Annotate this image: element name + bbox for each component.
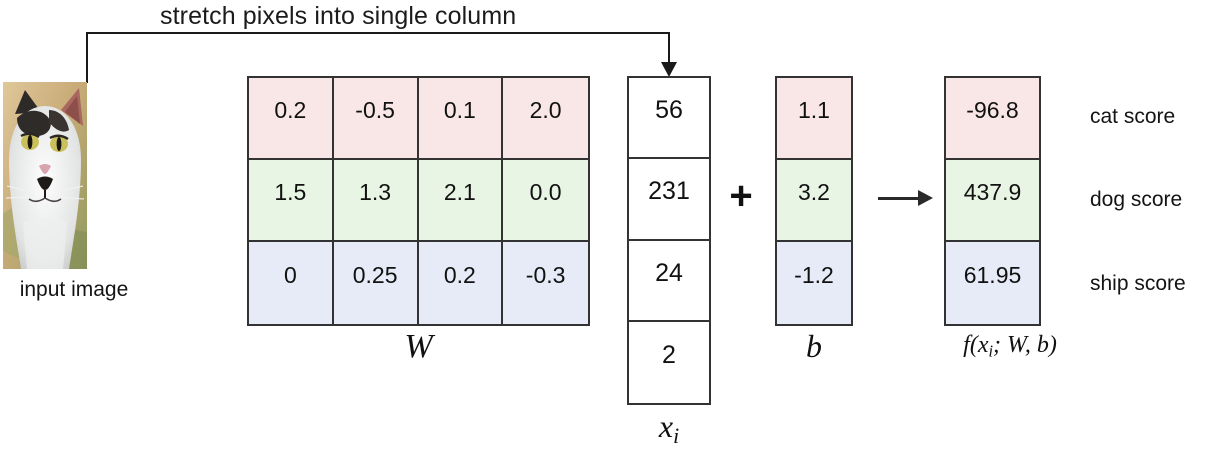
w-cell: 0.2 xyxy=(418,242,504,324)
scores-vector: -96.8 437.9 61.95 xyxy=(944,76,1041,326)
input-vector-caption-main: x xyxy=(658,408,674,444)
input-image xyxy=(3,82,87,269)
w-cell: 1.3 xyxy=(333,160,419,242)
w-cell: -0.5 xyxy=(333,78,419,160)
stretch-connector-vertical-left xyxy=(86,33,88,83)
w-cell: 0.0 xyxy=(503,160,588,242)
input-image-label: input image xyxy=(19,278,129,301)
score-label-ship: ship score xyxy=(1090,272,1186,295)
b-cell: 1.1 xyxy=(777,78,851,160)
w-cell: 1.5 xyxy=(249,160,334,242)
bias-vector: 1.1 3.2 -1.2 xyxy=(775,76,853,326)
input-vector: 56 231 24 2 xyxy=(627,76,711,405)
w-cell: 0.2 xyxy=(249,78,334,160)
result-arrow-line xyxy=(878,197,922,200)
scores-caption-f: f( xyxy=(963,332,978,358)
bias-caption: b xyxy=(806,328,822,364)
weights-matrix: 0.2 -0.5 0.1 2.0 1.5 1.3 2.1 0.0 0 0.25 … xyxy=(247,76,590,326)
x-cell: 24 xyxy=(629,240,709,322)
w-cell: 2.1 xyxy=(418,160,504,242)
scores-caption-rest: ; W, b) xyxy=(993,332,1057,358)
scores-caption-x: x xyxy=(977,332,989,358)
stretch-connector-horizontal xyxy=(86,32,670,34)
w-cell: 0.1 xyxy=(418,78,504,160)
b-cell: 3.2 xyxy=(777,160,851,242)
result-arrowhead-icon xyxy=(918,190,933,206)
weights-caption: W xyxy=(404,328,433,365)
w-cell: 2.0 xyxy=(503,78,588,160)
input-vector-caption-sub: i xyxy=(673,424,680,449)
score-label-cat: cat score xyxy=(1090,105,1176,128)
score-cell: 61.95 xyxy=(946,242,1039,324)
w-cell: 0.25 xyxy=(333,242,419,324)
stretch-arrowhead-icon xyxy=(661,62,677,77)
scores-caption: f(xi; W, b) xyxy=(920,332,1100,362)
input-vector-caption: xi xyxy=(627,408,711,449)
b-cell: -1.2 xyxy=(777,242,851,324)
w-cell: -0.3 xyxy=(503,242,588,324)
plus-operator-icon: + xyxy=(729,174,753,218)
scores-caption-sub: i xyxy=(988,341,994,361)
stretch-connector-vertical-right xyxy=(668,33,670,66)
score-cell: -96.8 xyxy=(946,78,1039,160)
headline-caption: stretch pixels into single column xyxy=(160,2,517,30)
x-cell: 56 xyxy=(629,78,709,160)
x-cell: 2 xyxy=(629,321,709,403)
x-cell: 231 xyxy=(629,159,709,241)
score-cell: 437.9 xyxy=(946,160,1039,242)
w-cell: 0 xyxy=(249,242,334,324)
score-label-dog: dog score xyxy=(1090,188,1183,211)
